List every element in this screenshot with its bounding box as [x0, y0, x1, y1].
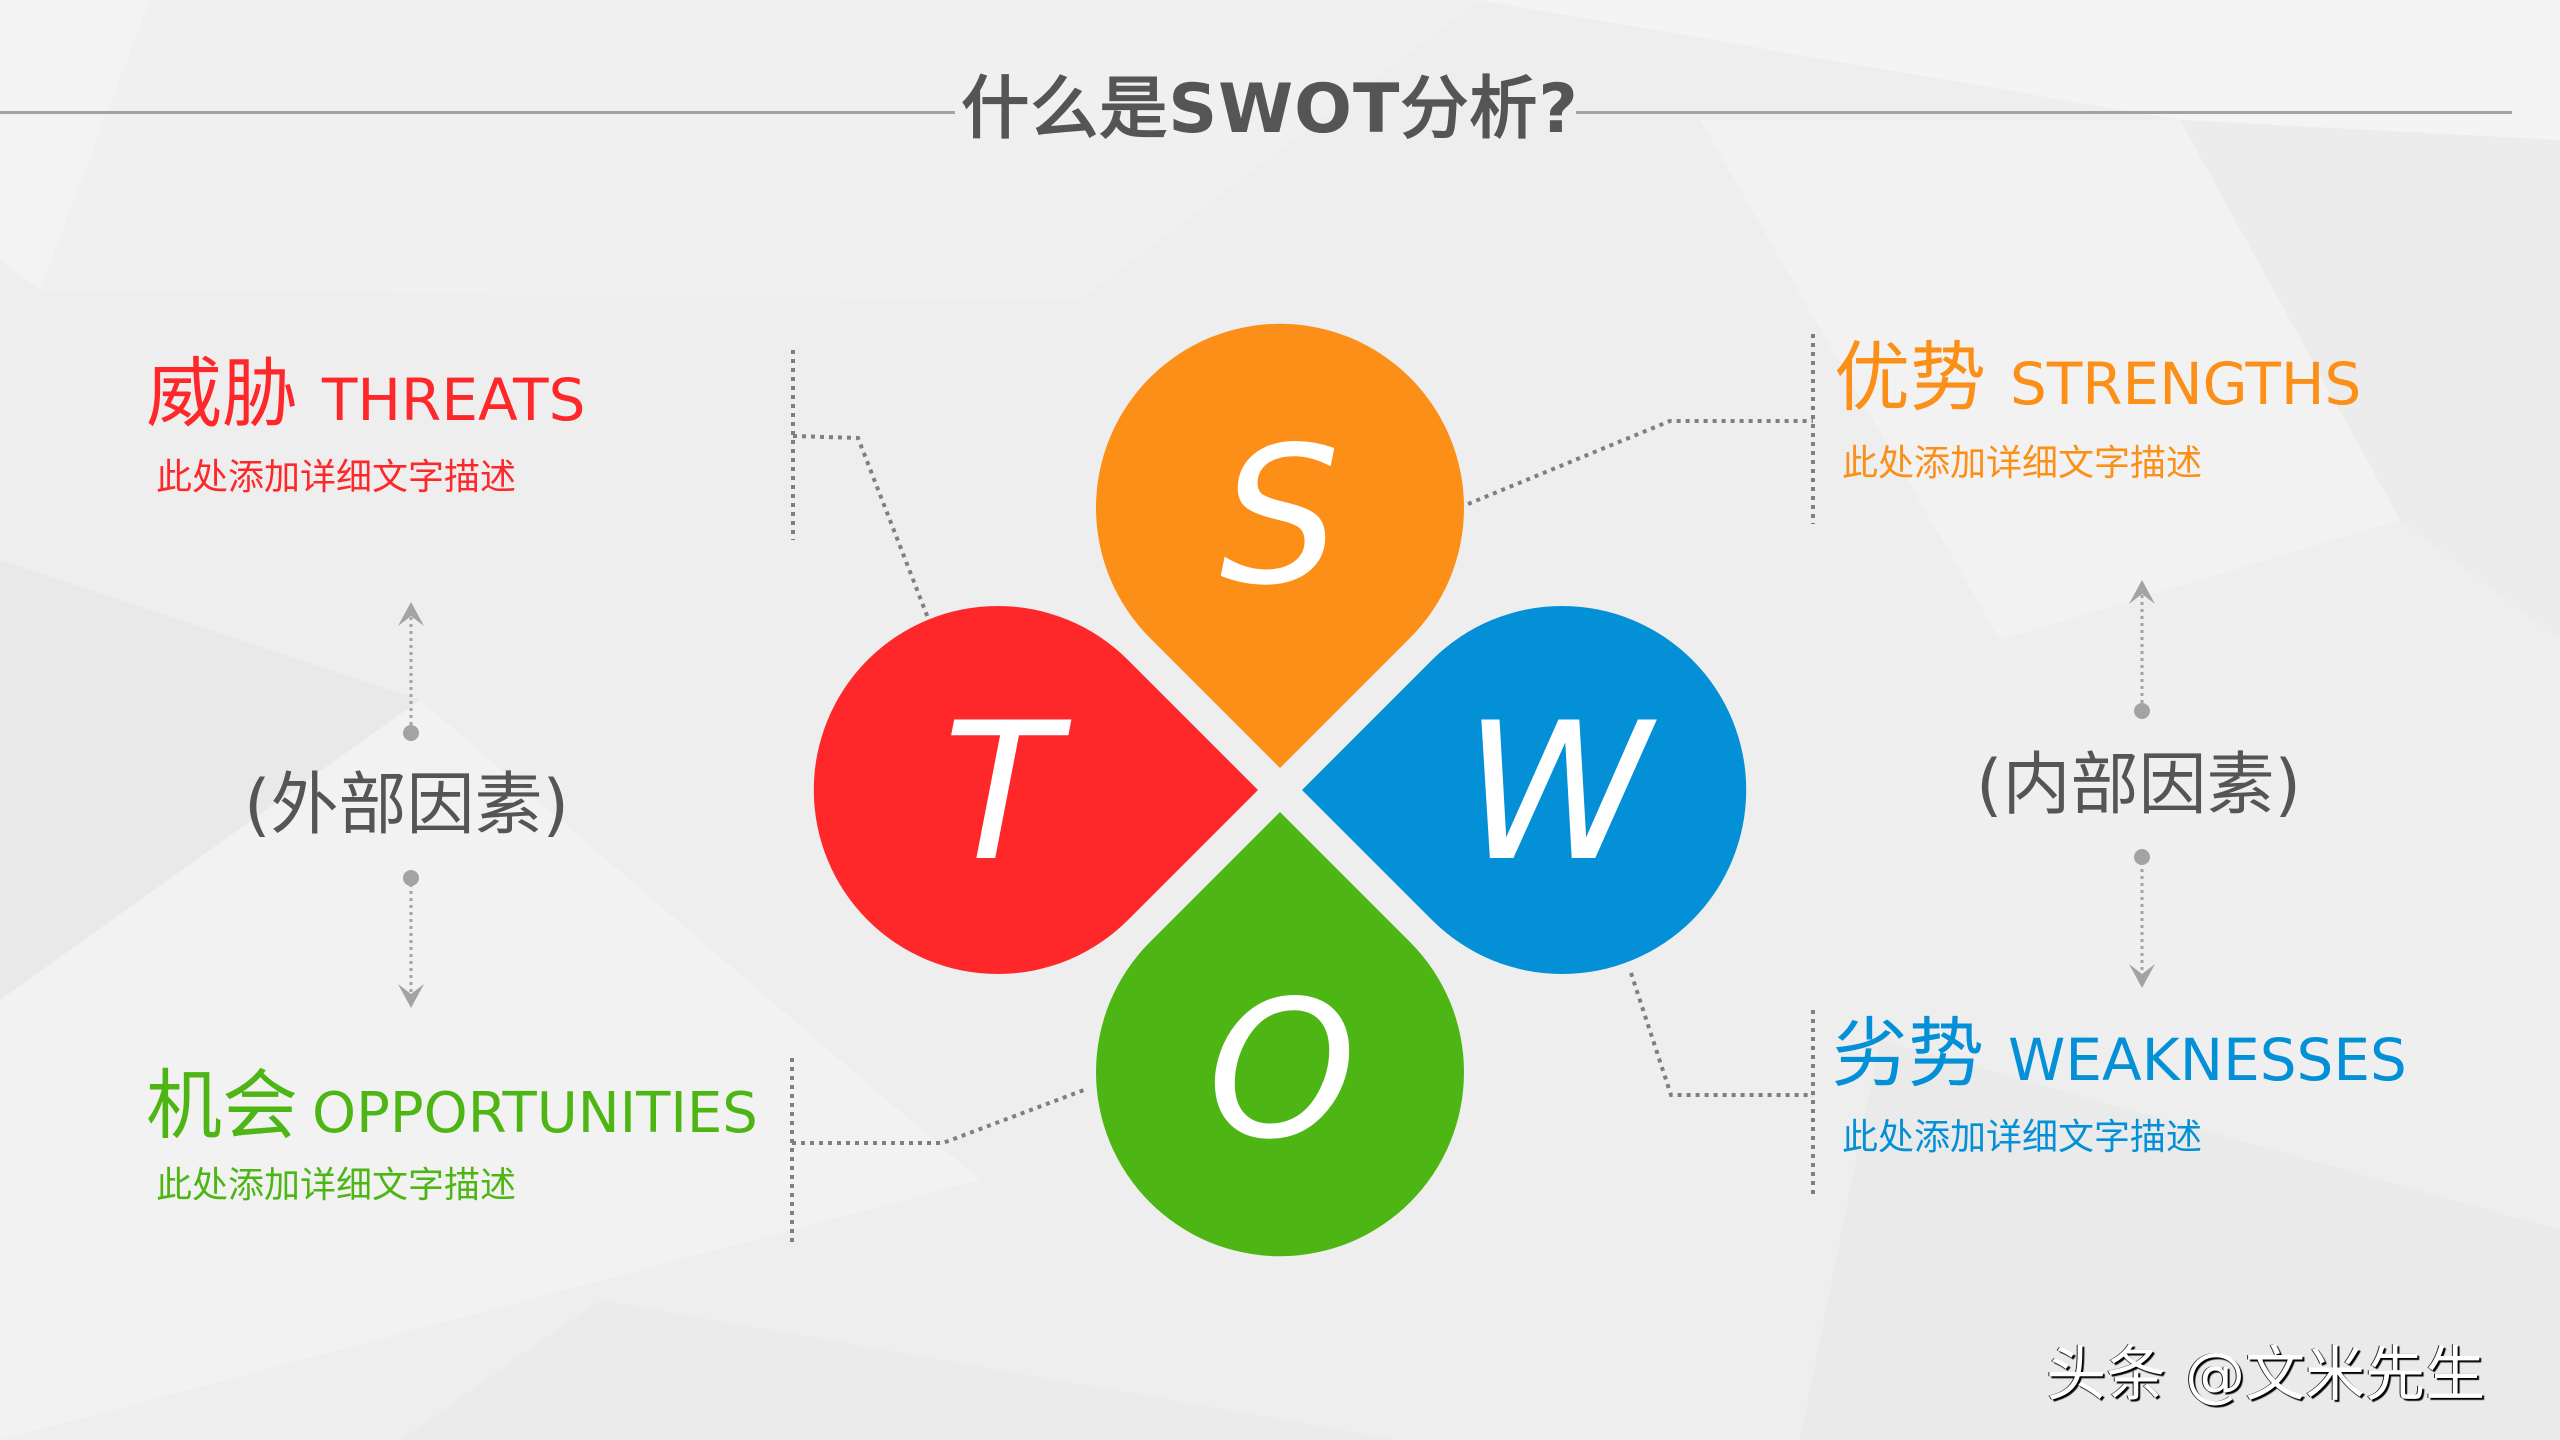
letter-t: T [943, 682, 1072, 903]
weaknesses-connector [1629, 972, 1813, 1097]
external-arrow-down-icon [398, 984, 424, 1008]
petal-opportunities[interactable]: O [1096, 812, 1464, 1257]
opportunities-en: OPPORTUNITIES [312, 1081, 758, 1146]
petal-threats[interactable]: T [813, 605, 1258, 974]
internal-arrow-up-icon [2129, 580, 2155, 604]
opportunities-cn: 机会 [146, 1061, 298, 1150]
weaknesses-cn: 劣势 [1832, 1009, 1984, 1098]
internal-dot-top [2134, 703, 2150, 719]
external-arrow-up-icon [398, 602, 424, 626]
external-dot-bottom [403, 870, 419, 886]
petal-weaknesses[interactable]: W [1302, 605, 1747, 974]
threats-connector [792, 434, 930, 619]
title-rule-left [0, 111, 955, 114]
threats-desc: 此处添加详细文字描述 [156, 457, 517, 498]
letter-s: S [1220, 406, 1341, 627]
letter-o: O [1207, 960, 1357, 1181]
weaknesses-en: WEAKNESSES [2008, 1026, 2407, 1094]
strengths-cn: 优势 [1834, 333, 1986, 422]
strengths-desc: 此处添加详细文字描述 [1842, 443, 2203, 484]
external-factors-label: (外部因素) [244, 766, 570, 845]
petal-strengths[interactable]: S [1096, 323, 1465, 768]
page-title: 什么是SWOT分析? [961, 70, 1579, 149]
internal-factors-label: (内部因素) [1976, 746, 2302, 825]
threats-cn: 威胁 [146, 349, 298, 438]
external-dot-top [403, 725, 419, 741]
internal-arrow-down-icon [2129, 964, 2155, 988]
opportunities-desc: 此处添加详细文字描述 [156, 1165, 517, 1206]
internal-dot-bottom [2134, 849, 2150, 865]
weaknesses-desc: 此处添加详细文字描述 [1842, 1117, 2203, 1158]
title-rule-right [1576, 111, 2512, 114]
letter-w: W [1463, 682, 1657, 903]
watermark: 头条 @文米先生 [2046, 1340, 2486, 1410]
strengths-en: STRENGTHS [2010, 350, 2362, 418]
threats-en: THREATS [322, 366, 586, 434]
strengths-connector [1467, 419, 1813, 506]
